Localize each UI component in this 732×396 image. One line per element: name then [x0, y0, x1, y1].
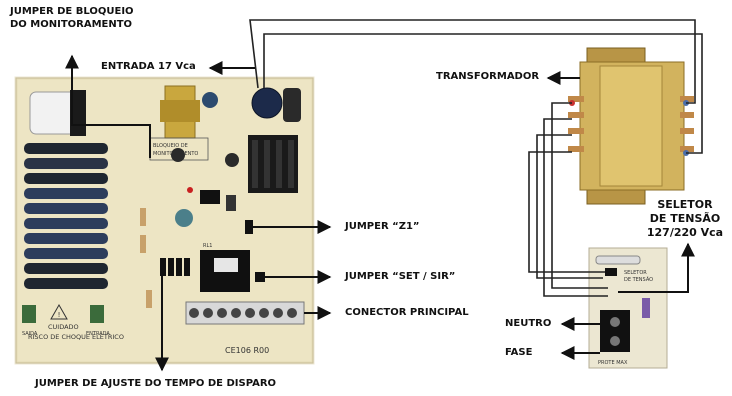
label-transformador: TRANSFORMADOR — [436, 71, 540, 82]
varistor-icon — [642, 298, 650, 318]
label-jumper-z1: JUMPER “Z1” — [345, 221, 420, 232]
main-connector-icon — [185, 301, 305, 325]
resistor-icon — [140, 235, 146, 253]
label-fase: FASE — [505, 347, 533, 358]
main-pcb: SAIDA ENTRADA ! CUIDADO RISCO DE CHOQUE … — [14, 76, 315, 365]
electrolytic-capacitor-icon — [202, 87, 301, 122]
label-jumper-bloqueio: JUMPER DE BLOQUEIO DO MONITORAMENTO — [10, 6, 134, 31]
warning-title: CUIDADO — [48, 323, 79, 331]
label-seletor-line3: 127/220 Vca — [646, 225, 724, 239]
label-seletor-line2: DE TENSÃO — [649, 211, 721, 225]
voltage-selector-jumper-icon — [605, 268, 617, 276]
label-jumper-ajuste: JUMPER DE AJUSTE DO TEMPO DE DISPARO — [35, 378, 277, 389]
warning-icon: ! — [50, 303, 68, 320]
label-seletor-line1: SELETOR — [657, 198, 713, 211]
jumper-time-pins-icon — [168, 258, 174, 276]
jumper-time-pins-icon — [184, 258, 190, 276]
pcb-transformer-icon — [160, 85, 200, 139]
warning-text: RISCO DE CHOQUE ELETRICO — [28, 333, 124, 341]
label-entrada: ENTRADA 17 Vca — [101, 61, 196, 72]
silk-bloqueio-1: BLOQUEIO DE — [153, 143, 188, 149]
capacitor-icon — [175, 209, 193, 227]
resistor-icon — [146, 290, 152, 308]
svg-text:!: ! — [58, 311, 61, 319]
selector-board: SELETOR DE TENSÃO PROTE MAX — [588, 247, 668, 369]
transistor-icon — [226, 195, 236, 211]
callout-arrows — [65, 54, 695, 372]
resistor-icon — [140, 208, 146, 226]
capacitor-icon — [171, 148, 185, 162]
capacitor-bank-icon — [24, 143, 108, 289]
label-conector-principal: CONECTOR PRINCIPAL — [345, 307, 469, 318]
selector-silk-1: SELETOR — [624, 270, 647, 276]
capacitor-icon — [225, 153, 239, 167]
transformer-icon — [568, 47, 694, 205]
wiring — [249, 19, 703, 297]
coil-icon — [29, 90, 86, 136]
jumper-set-sir-pins-icon — [255, 272, 265, 282]
board-model: CE106 R00 — [225, 346, 269, 355]
relay-part: RL1 — [203, 243, 212, 249]
label-jumper-set-sir: JUMPER “SET / SIR” — [345, 271, 456, 282]
selector-silk-bottom: PROTE MAX — [598, 360, 628, 366]
label-jumper-bloqueio-line2: DO MONITORAMENTO — [10, 18, 133, 30]
silk-saida: SAIDA — [22, 331, 38, 337]
output-terminal-icon — [22, 305, 104, 323]
relay-icon — [200, 250, 250, 292]
jumper-time-pins-icon — [176, 258, 182, 276]
silk-entrada: ENTRADA — [86, 331, 110, 337]
led-icon — [187, 187, 193, 193]
label-jumper-bloqueio-line1: JUMPER DE BLOQUEIO — [10, 6, 134, 17]
label-seletor: SELETOR DE TENSÃO 127/220 Vca — [643, 198, 727, 239]
ic-chip-icon — [200, 190, 220, 204]
selector-silk-2: DE TENSÃO — [624, 276, 653, 283]
label-neutro: NEUTRO — [505, 318, 552, 329]
heatsink-icon — [248, 135, 298, 193]
